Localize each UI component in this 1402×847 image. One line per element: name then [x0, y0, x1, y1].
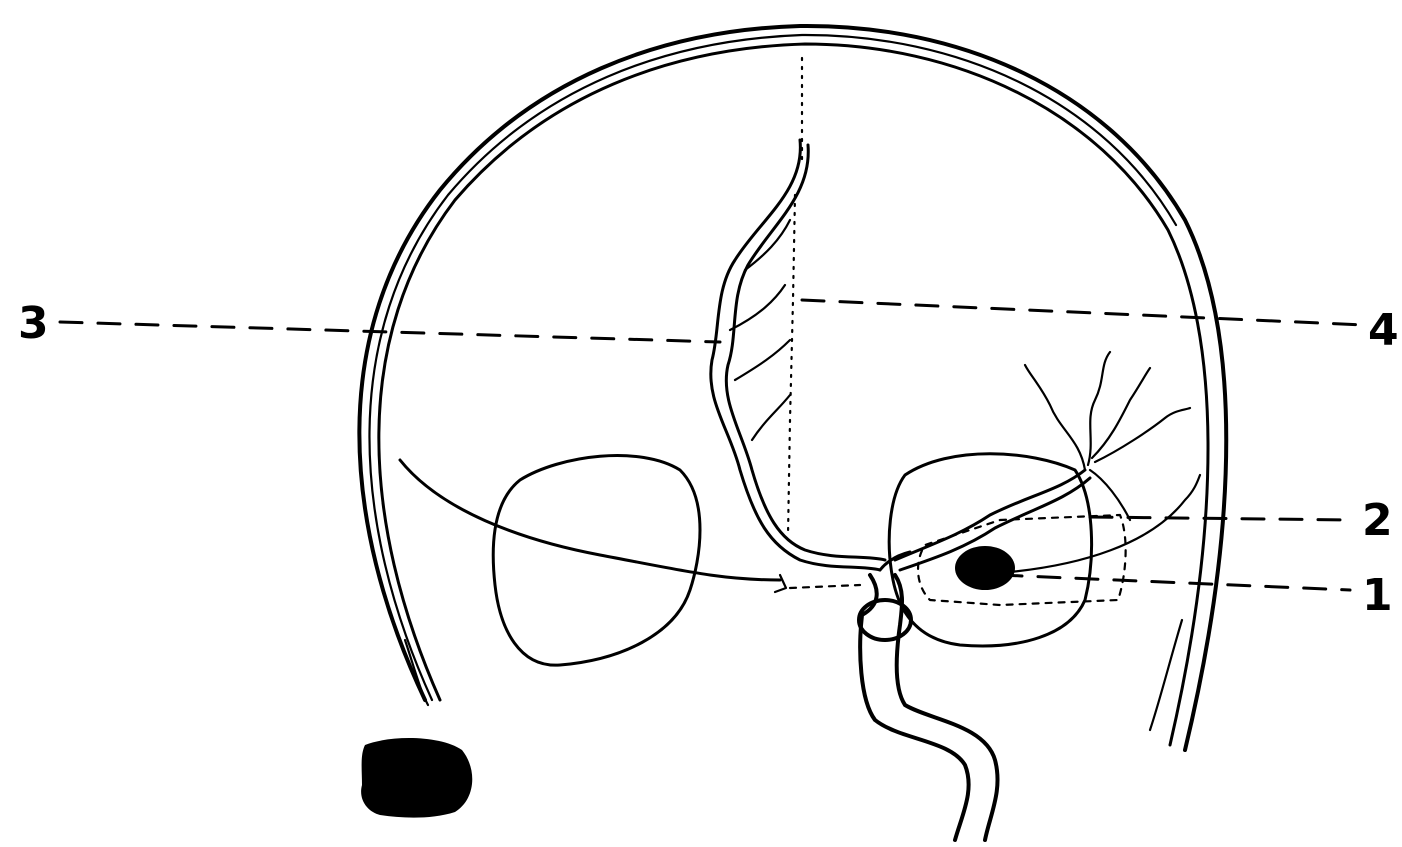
horizontal-curve-right [1010, 475, 1200, 572]
mca-branch-b [1088, 352, 1110, 465]
aca-branch-1 [745, 220, 790, 270]
aca-branch-4 [752, 395, 790, 440]
mca-branch-e [1090, 470, 1130, 520]
label-4: 4 [1368, 305, 1399, 356]
aca-branch-3 [735, 340, 790, 380]
horizontal-curve [400, 460, 780, 580]
midline-connector [790, 585, 860, 588]
label-1: 1 [1362, 570, 1393, 621]
skull-outer-line [359, 26, 1226, 750]
skull-left-fracture [405, 640, 428, 705]
internal-carotid-artery [859, 552, 998, 840]
skull-outline [359, 26, 1226, 750]
mca-branch-a [1025, 365, 1085, 470]
dark-lesion [955, 546, 1015, 590]
leader-1 [1000, 575, 1350, 590]
skull-inner-line [379, 44, 1208, 745]
label-2: 2 [1362, 495, 1393, 546]
label-3: 3 [18, 298, 49, 349]
mca-branch-d [1095, 408, 1190, 462]
midline-dotted [788, 58, 802, 535]
skull-diploe-line [369, 35, 1176, 700]
small-hook [775, 575, 786, 592]
label-leaders [60, 300, 1365, 590]
anterior-cerebral-artery [711, 140, 885, 570]
dark-mass [361, 738, 472, 818]
left-orbit [493, 456, 700, 666]
leader-4 [802, 300, 1365, 325]
lesion-dashed-outline [918, 515, 1126, 605]
